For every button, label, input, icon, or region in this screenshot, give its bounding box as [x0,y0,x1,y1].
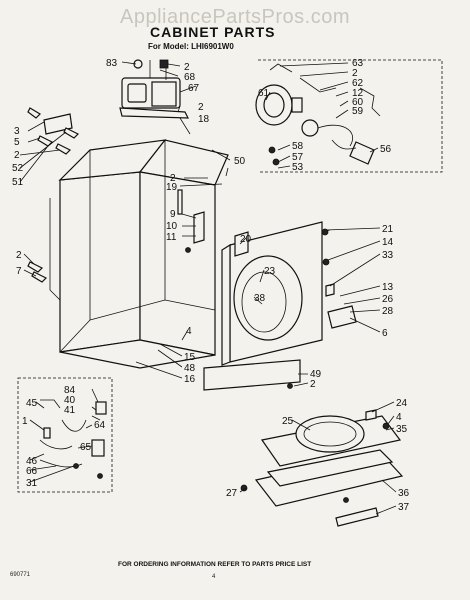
callout-6: 6 [382,328,388,339]
motor-assembly [119,59,189,119]
callout-45: 45 [26,398,38,409]
callout-38: 38 [254,293,266,304]
callout-52: 52 [12,163,24,174]
callout-62: 62 [352,78,364,89]
callout-28: 28 [382,306,394,317]
callout-7: 7 [16,266,22,277]
callout-84: 84 [64,385,76,396]
callout-51: 51 [12,177,24,188]
callout-61: 61 [258,88,270,99]
door-assembly [185,211,357,366]
callout-19: 19 [166,182,178,193]
callout-2: 2 [352,68,358,79]
callout-67: 67 [188,83,200,94]
wiring-cluster [17,377,113,493]
callout-49: 49 [310,369,322,380]
callout-2: 2 [184,62,190,73]
callout-33: 33 [382,250,394,261]
callout-50: 50 [234,156,246,167]
callout-16: 16 [184,374,196,385]
kick-panel [203,359,301,391]
model-line: For Model: LHI6901W0 [148,42,234,51]
callout-18: 18 [198,114,210,125]
callout-37: 37 [398,502,410,513]
callout-13: 13 [382,282,394,293]
callout-46: 46 [26,456,38,467]
ordering-note: FOR ORDERING INFORMATION REFER TO PARTS … [118,561,312,568]
callout-35: 35 [396,424,408,435]
callout-59: 59 [352,106,364,117]
part-code: 690771 [10,572,31,578]
callout-4: 4 [186,326,192,337]
callout-12: 12 [352,88,364,99]
callout-2: 2 [198,102,204,113]
callout-60: 60 [352,97,364,108]
callout-20: 20 [240,234,252,245]
base-assembly [240,409,404,527]
callout-24: 24 [396,398,408,409]
callout-14: 14 [382,237,394,248]
callout-26: 26 [382,294,394,305]
callout-21: 21 [382,224,394,235]
callout-2: 2 [14,150,20,161]
left-screws [27,107,80,283]
callout-2: 2 [310,379,316,390]
callout-5: 5 [14,137,20,148]
callout-41: 41 [64,405,76,416]
diagram-title: CABINET PARTS [150,24,276,40]
callout-2: 2 [170,173,176,184]
callout-83: 83 [106,58,118,69]
callout-56: 56 [380,144,392,155]
callout-53: 53 [292,162,304,173]
callout-64: 64 [94,420,106,431]
callout-15: 15 [184,352,196,363]
watermark: AppliancePartsPros.com [120,6,350,28]
callout-2: 2 [16,250,22,261]
callout-9: 9 [170,209,176,220]
callout-1: 1 [22,416,28,427]
callout-58: 58 [292,141,304,152]
timer-switch-cluster [255,59,443,173]
callout-57: 57 [292,152,304,163]
callout-27: 27 [226,488,238,499]
callout-66: 66 [26,466,38,477]
callout-10: 10 [166,221,178,232]
callout-numbers: 83 2 68 67 2 18 3 5 2 52 51 50 2 19 63 2… [12,58,410,513]
callout-11: 11 [166,232,177,243]
callout-40: 40 [64,395,76,406]
callout-65: 65 [80,442,92,453]
callout-63: 63 [352,58,364,69]
callout-3: 3 [14,126,20,137]
leader-lines [19,61,397,515]
callout-31: 31 [26,478,38,489]
callout-25: 25 [282,416,294,427]
page-number: 4 [212,574,216,580]
callout-23: 23 [264,266,276,277]
callout-36: 36 [398,488,410,499]
callout-48: 48 [184,363,196,374]
callout-68: 68 [184,72,196,83]
cabinet-body [49,139,229,369]
callout-4: 4 [396,412,402,423]
